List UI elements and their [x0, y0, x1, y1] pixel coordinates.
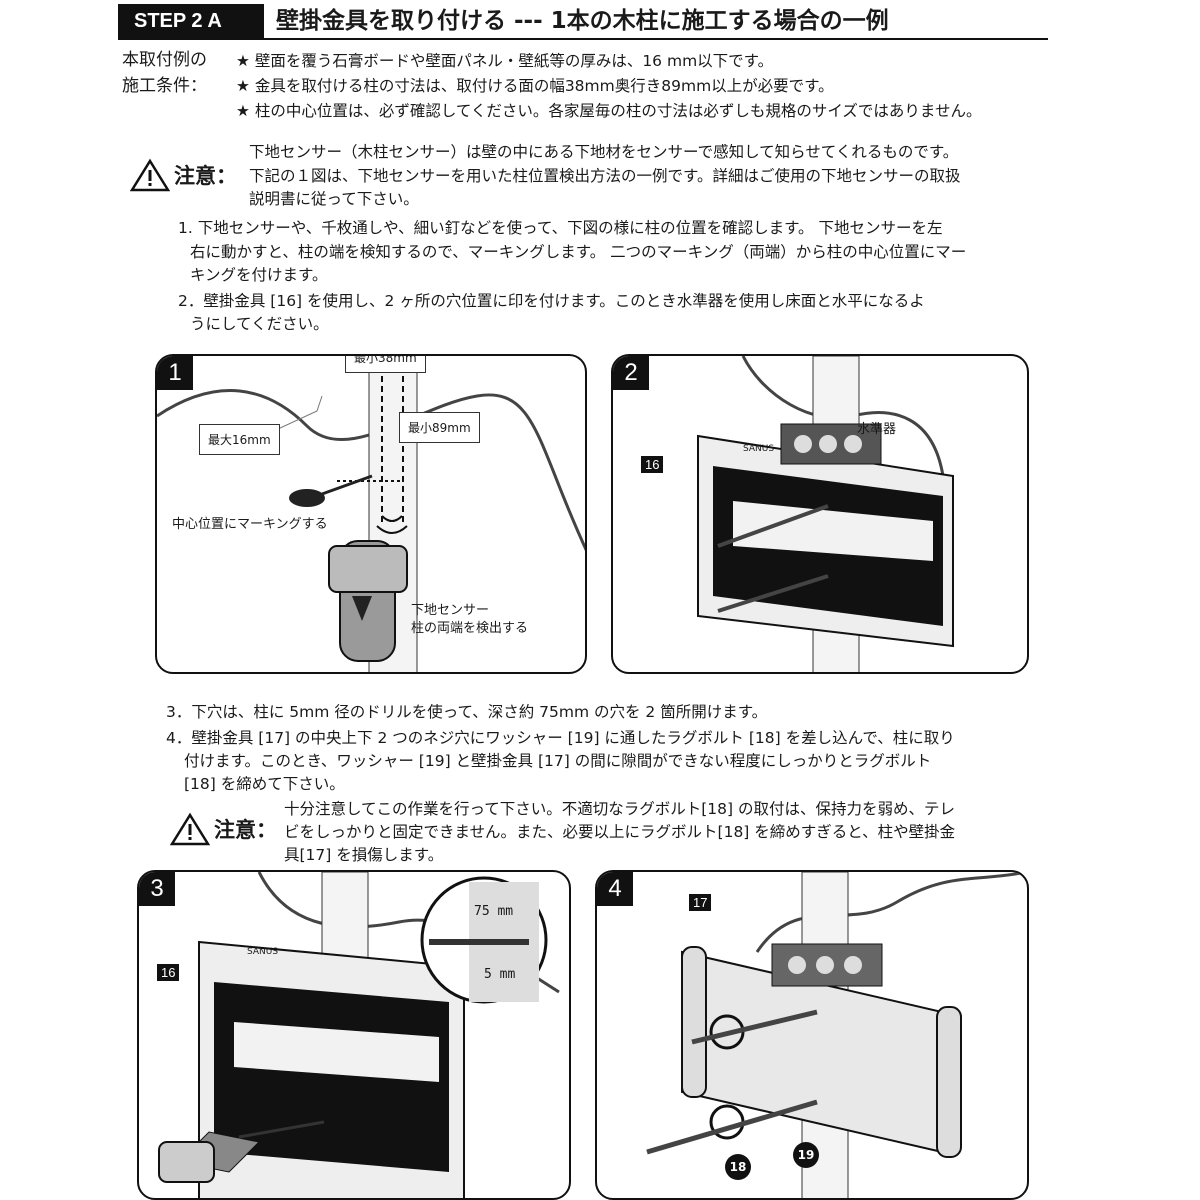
caution-text: 十分注意してこの作業を行って下さい。不適切なラグボルト[18] の取付は、保持力…: [284, 800, 956, 818]
step-text: [18] を締めて下さい。: [184, 775, 345, 793]
sensor-label-2: 柱の両端を検出する: [411, 621, 529, 636]
figure-number: 1: [157, 356, 193, 390]
part-17-tag: 17: [689, 894, 712, 911]
step-label: STEP 2 A: [118, 4, 264, 38]
condition-item: ★ 壁面を覆う石膏ボードや壁面パネル・壁紙等の厚みは、16 mm以下です。: [236, 52, 774, 70]
warning-icon: [170, 812, 210, 846]
step-text: 右に動かすと、柱の端を検知するので、マーキングします。 二つのマーキング（両端）…: [190, 243, 967, 261]
step-text: 1. 下地センサーや、千枚通しや、細い釘などを使って、下図の様に柱の位置を確認し…: [178, 219, 943, 237]
diameter-label: 5 mm: [484, 967, 516, 982]
drilling-illustration: [158, 872, 560, 1198]
step-text: 4．壁掛金具 [17] の中央上下 2 つのネジ穴にワッシャー [19] に通し…: [166, 729, 955, 747]
part-16-tag: 16: [157, 964, 180, 981]
stud-sensor-illustration: [157, 356, 585, 672]
figure-number: 2: [613, 356, 649, 390]
caution-label: 注意：: [174, 164, 237, 188]
figure-2: 2 水準器 16 SANUS: [611, 354, 1029, 674]
figure-number: 4: [597, 872, 633, 906]
level-label: 水準器: [857, 422, 897, 437]
figure-4: 4 17 18 19: [595, 870, 1029, 1200]
callout-min-89mm: 最小89mm: [399, 412, 480, 443]
callout-min-38mm: 最小38mm: [345, 356, 426, 373]
caution-label: 注意：: [214, 818, 277, 842]
condition-item: ★ 金具を取付ける柱の寸法は、取付ける面の幅38mm奥行き89mm以上が必要です…: [236, 77, 834, 95]
bracket-marking-illustration: [697, 356, 954, 672]
part-16-tag: 16: [641, 456, 664, 473]
callout-max-16mm: 最大16mm: [199, 424, 280, 455]
step-text: うにしてください。: [190, 315, 329, 333]
figure-number: 3: [139, 872, 175, 906]
step-text: 付けます。このとき、ワッシャー [19] と壁掛金具 [17] の間に隙間ができ…: [184, 752, 932, 770]
figure-1: 1 最小38mm 最大16mm 最小89mm 中心位置にマーキングする 下地セン…: [155, 354, 587, 674]
caution-heading: 注意：: [170, 812, 277, 846]
depth-label: 75 mm: [474, 904, 514, 919]
step-text: 3．下穴は、柱に 5mm 径のドリルを使って、深さ約 75mm の穴を 2 箇所…: [166, 703, 768, 721]
title-rule: [118, 38, 1048, 40]
conditions-label-1: 本取付例の: [122, 50, 207, 70]
caution-text: ビをしっかりと固定できません。また、必要以上にラグボルト[18] を締めすぎると…: [284, 823, 956, 841]
caution-text: 下記の１図は、下地センサーを用いた柱位置検出方法の一例です。詳細はご使用の下地セ…: [249, 167, 961, 185]
conditions-label-2: 施工条件：: [122, 76, 207, 96]
part-18-badge: 18: [725, 1154, 751, 1180]
brand-label: SANUS: [743, 444, 775, 454]
step-text: 2．壁掛金具 [16] を使用し、2 ヶ所の穴位置に印を付けます。このとき水準器…: [178, 292, 925, 310]
caution-text: 具[17] を損傷します。: [284, 846, 444, 864]
caution-heading: 注意：: [130, 158, 237, 192]
marking-label: 中心位置にマーキングする: [172, 517, 328, 532]
bracket-install-illustration: [646, 872, 1027, 1198]
warning-icon: [130, 158, 170, 192]
caution-text: 説明書に従って下さい。: [249, 190, 419, 208]
figure-3: 3 16 75 mm 5 mm SANUS: [137, 870, 571, 1200]
page-title: 壁掛金具を取り付ける --- 1本の木柱に施工する場合の一例: [276, 8, 889, 34]
condition-item: ★ 柱の中心位置は、必ず確認してください。各家屋毎の柱の寸法は必ずしも規格のサイ…: [236, 102, 982, 120]
part-19-badge: 19: [793, 1142, 819, 1168]
sensor-label: 下地センサー: [411, 603, 490, 618]
step-text: キングを付けます。: [190, 266, 328, 284]
caution-text: 下地センサー（木柱センサー）は壁の中にある下地材をセンサーで感知して知らせてくれ…: [249, 143, 959, 161]
brand-label: SANUS: [247, 947, 279, 957]
